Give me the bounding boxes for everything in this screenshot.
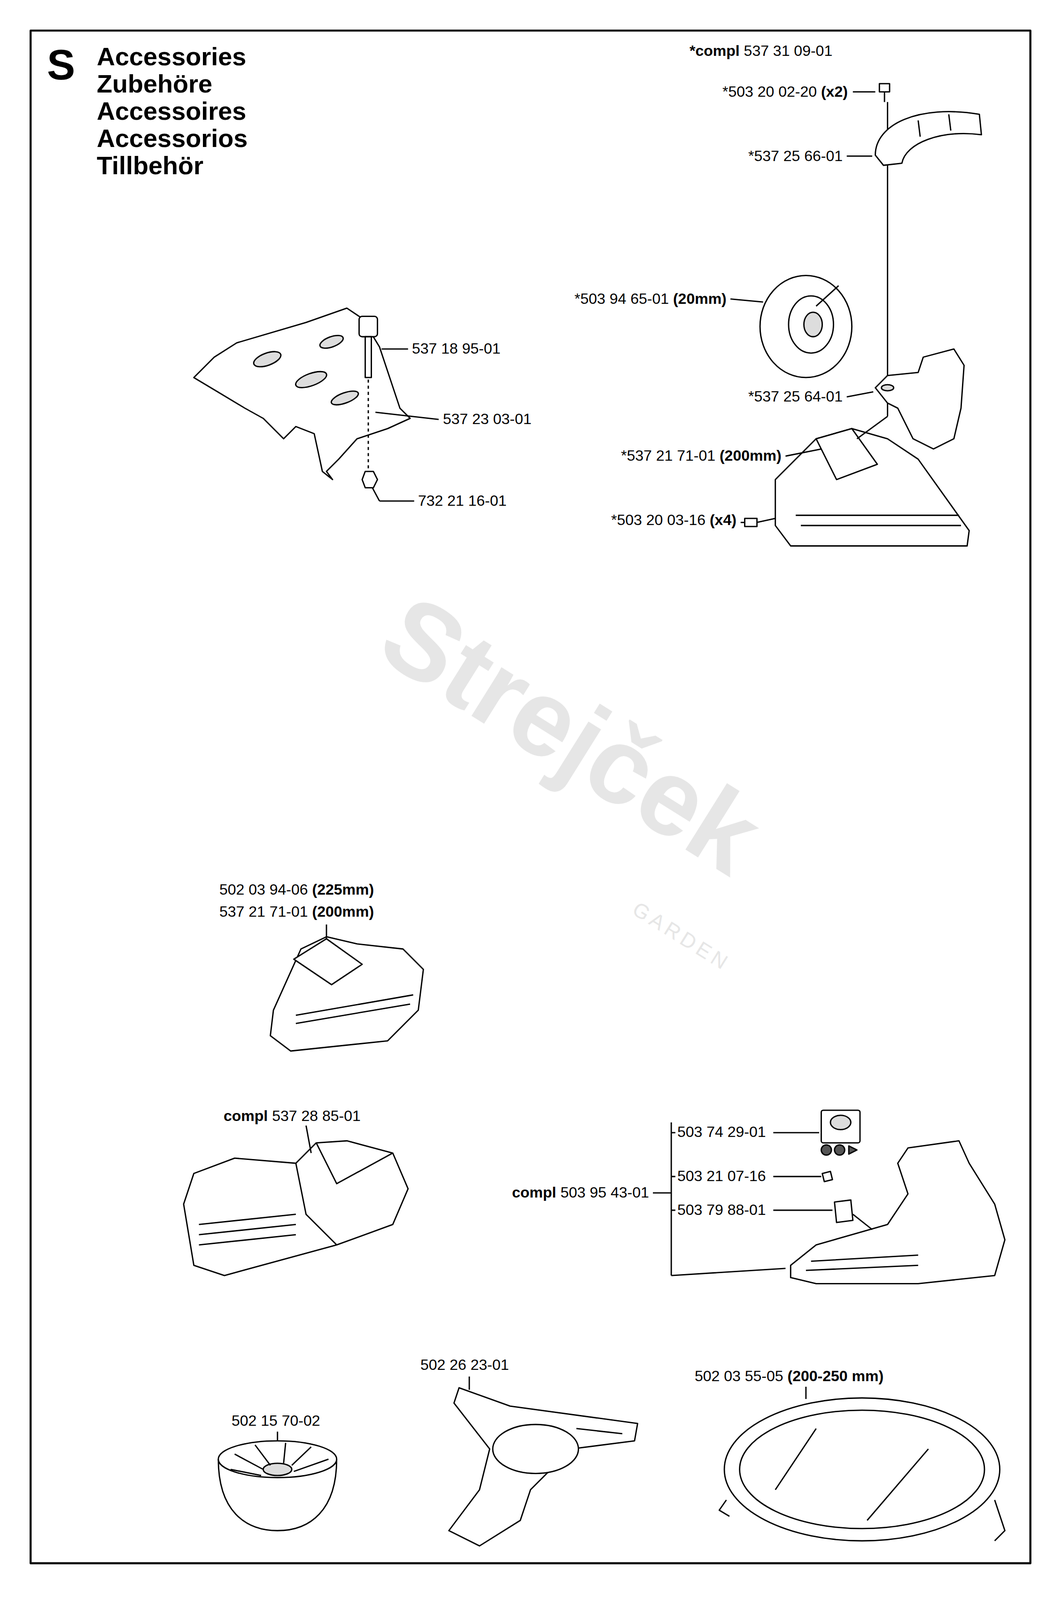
part-number: 732 21 16-01	[418, 492, 507, 510]
part-number: *537 25 66-01	[748, 147, 843, 165]
part-number: 503 74 29-01	[677, 1123, 767, 1141]
part-number: *537 25 64-01	[748, 387, 843, 406]
part-number: compl 537 28 85-01	[223, 1107, 361, 1125]
part-number: 537 21 71-01 (200mm)	[219, 903, 374, 921]
watermark: GARDEN	[628, 897, 736, 977]
part-number: *503 94 65-01 (20mm)	[574, 290, 727, 308]
section-letter: S	[46, 40, 76, 90]
part-number: 537 23 03-01	[442, 410, 532, 428]
part-number: compl 503 95 43-01	[511, 1184, 650, 1202]
part-number: *compl 537 31 09-01	[689, 42, 833, 60]
part-number: 503 79 88-01	[677, 1201, 767, 1219]
part-number: *503 20 03-16 (x4)	[611, 511, 737, 529]
part-number: 503 21 07-16	[677, 1167, 767, 1186]
part-number: *537 21 71-01 (200mm)	[620, 447, 782, 465]
part-number: 537 18 95-01	[411, 340, 501, 358]
part-number: 502 03 94-06 (225mm)	[219, 881, 374, 899]
part-number: 502 26 23-01	[420, 1356, 510, 1374]
part-number: 502 15 70-02	[231, 1412, 321, 1430]
part-number: 502 03 55-05 (200-250 mm)	[694, 1367, 884, 1386]
part-number: *503 20 02-20 (x2)	[722, 83, 848, 101]
watermark: Strejček	[360, 570, 783, 900]
heading: Accessories Zubehöre Accessoires Accesso…	[96, 42, 248, 179]
